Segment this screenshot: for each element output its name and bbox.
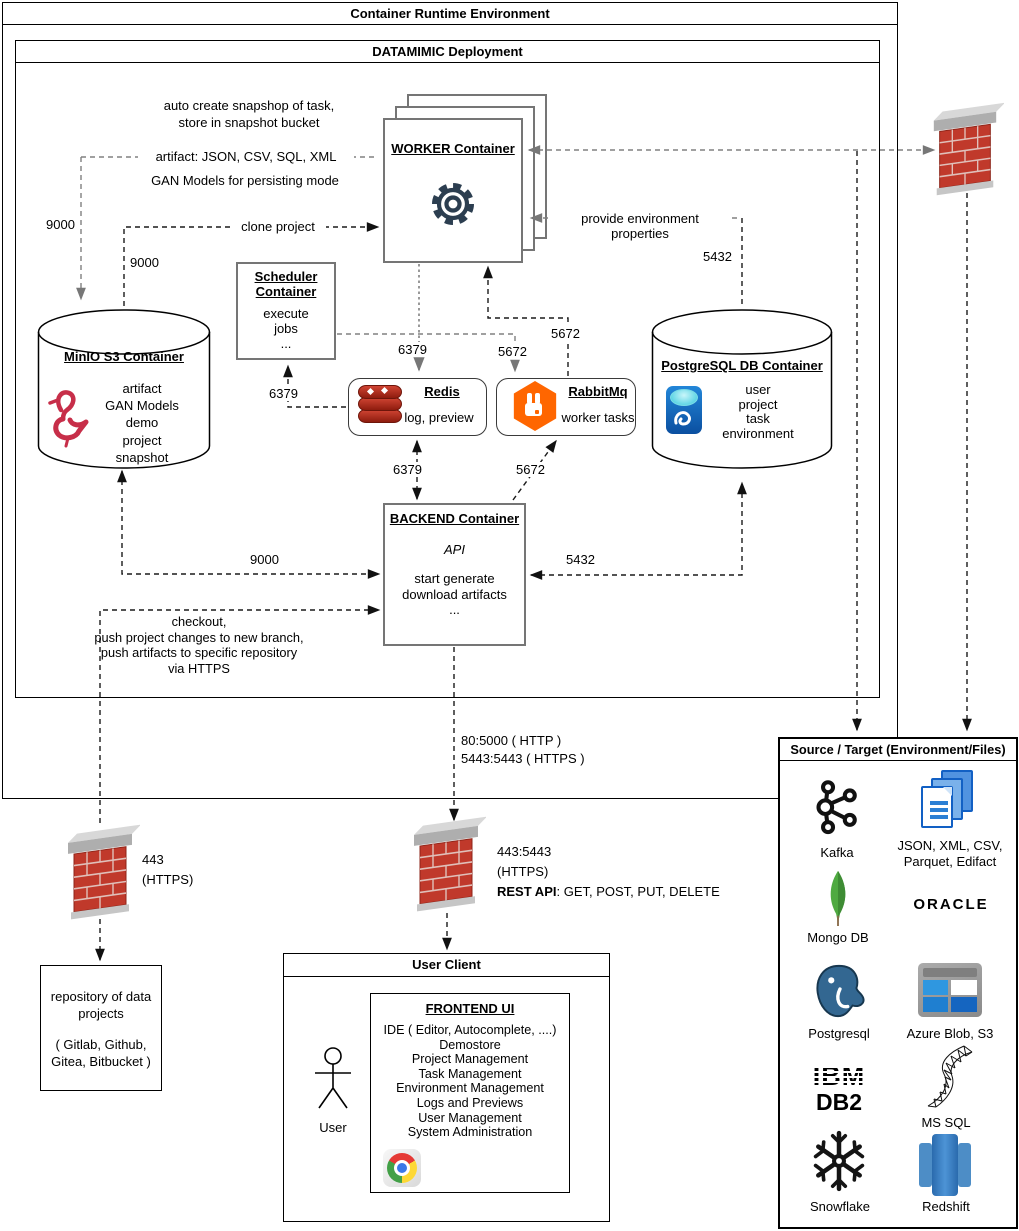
port-label-scheduler-redis: 6379: [267, 386, 300, 401]
redis-desc: log, preview: [404, 410, 474, 425]
artifact-annotation: artifact: JSON, CSV, SQL, XML: [138, 149, 354, 164]
redis-title: Redis: [424, 384, 460, 399]
port-label-postgres-backend: 5432: [564, 552, 597, 567]
port-label-redis-backend: 6379: [391, 462, 424, 477]
frontend-title: FRONTEND UI: [425, 1001, 515, 1016]
worker-title: WORKER Container: [391, 141, 515, 156]
frontend-feature: Logs and Previews: [416, 1095, 524, 1110]
backend-body-line: start generate: [414, 571, 495, 586]
minio-flamingo-icon: [48, 390, 89, 448]
http-ports-annotation: 80:5000 ( HTTP ) 5443:5443 ( HTTPS ): [461, 733, 585, 766]
user-client-title: User Client: [284, 954, 609, 977]
clone-annotation: clone project: [230, 219, 326, 234]
postgres-item: environment: [722, 425, 794, 441]
checkout-annotation: checkout, push project changes to new br…: [94, 614, 304, 677]
repository-line: repository of data: [50, 989, 152, 1004]
repository-line: Gitea, Bitbucket ): [51, 1054, 151, 1069]
frontend-feature: Demostore: [439, 1037, 501, 1052]
minio-item: snapshot: [115, 449, 169, 465]
minio-items: artifact GAN Models demo project snapsho…: [84, 380, 200, 466]
frontend-features: IDE ( Editor, Autocomplete, ....) Demost…: [371, 1023, 569, 1140]
firewall-middle-label: 443:5443 (HTTPS): [497, 844, 552, 879]
port-label-rabbit-backend: 5672: [514, 462, 547, 477]
frontend-feature: Environment Management: [396, 1081, 544, 1096]
frontend-feature: Project Management: [411, 1052, 529, 1067]
datamimic-deployment-title: DATAMIMIC Deployment: [16, 41, 879, 63]
scheduler-body-line: execute: [263, 306, 309, 321]
mssql-label: MS SQL: [921, 1115, 971, 1130]
port-label-postgres-env: 5432: [701, 249, 734, 264]
scheduler-title-line1: Scheduler: [254, 269, 318, 284]
kafka-label: Kafka: [820, 845, 854, 860]
postgres-title: PostgreSQL DB Container: [661, 358, 823, 373]
postgresql-elephant-icon: [816, 964, 865, 1018]
port-label-rabbit-scheduler: 5672: [496, 344, 529, 359]
files-label: JSON, XML, CSV, Parquet, Edifact: [897, 838, 1003, 869]
mongodb-icon: [830, 870, 846, 926]
firewall-icon-top-right: [926, 102, 1004, 196]
scheduler-body-line: jobs: [274, 321, 298, 336]
mongodb-label: Mongo DB: [807, 930, 869, 945]
provide-env-annotation: provide environment properties: [552, 211, 728, 241]
port-label-minio-artifact: 9000: [44, 217, 77, 232]
minio-item: GAN Models: [105, 398, 179, 414]
rabbitmq-title: RabbitMq: [568, 384, 628, 399]
backend-body-line: download artifacts: [402, 586, 507, 602]
postgresql-label: Postgresql: [808, 1026, 870, 1041]
gear-icon: [432, 183, 474, 225]
oracle-wordmark: ORACLE: [913, 896, 989, 913]
port-label-minio-clone: 9000: [128, 255, 161, 270]
firewall-icon-left: [60, 824, 140, 920]
minio-item: demo: [125, 415, 159, 431]
postgres-item: project: [738, 396, 778, 412]
frontend-feature: User Management: [418, 1110, 522, 1125]
backend-body-line: ...: [449, 602, 460, 617]
redis-logo-icon: [358, 385, 402, 425]
port-label-minio-backend: 9000: [248, 552, 281, 567]
backend-subtitle: API: [444, 542, 465, 557]
firewall-icon-middle: [406, 816, 486, 912]
scheduler-container-box: Scheduler Container execute jobs ...: [236, 262, 336, 360]
chrome-icon: [383, 1149, 421, 1187]
postgres-item: user: [745, 382, 771, 397]
redshift-icon: [919, 1134, 971, 1196]
port-label-rabbit-worker: 5672: [549, 326, 582, 341]
user-figure-icon: [315, 1047, 351, 1109]
port-label-redis-worker: 6379: [396, 342, 429, 357]
frontend-feature: System Administration: [407, 1125, 533, 1140]
ibm-db2-wordmark: IBM DB2: [812, 1061, 866, 1115]
backend-title: BACKEND Container: [389, 511, 520, 526]
redshift-label: Redshift: [922, 1199, 970, 1214]
minio-item: artifact: [122, 381, 162, 396]
files-icon: [921, 770, 977, 834]
kafka-icon: [816, 780, 857, 835]
scheduler-title-line2: Container: [255, 284, 317, 299]
repository-line: ( Gitlab, Github,: [55, 1037, 147, 1052]
gan-annotation: GAN Models for persisting mode: [151, 173, 339, 188]
scheduler-body-line: ...: [280, 336, 292, 351]
minio-item: project: [122, 432, 162, 448]
postgres-item: task: [746, 411, 770, 427]
frontend-feature: Task Management: [418, 1066, 522, 1081]
azure-blob-icon: [918, 963, 982, 1017]
repository-box: repository of data projects ( Gitlab, Gi…: [40, 965, 162, 1091]
postgresql-logo-icon: [666, 386, 702, 434]
repository-line: projects: [78, 1006, 124, 1021]
snowflake-label: Snowflake: [810, 1199, 870, 1214]
user-figure-label: User: [319, 1120, 347, 1135]
snapshot-annotation: auto create snapshop of task, store in s…: [163, 98, 335, 130]
backend-container-box: BACKEND Container API start generate dow…: [383, 503, 526, 646]
source-target-title: Source / Target (Environment/Files): [780, 739, 1016, 761]
mssql-icon: [927, 1045, 973, 1108]
rabbitmq-desc: worker tasks: [561, 410, 635, 425]
firewall-left-label: 443 (HTTPS): [142, 852, 194, 887]
frontend-feature: IDE ( Editor, Autocomplete, ....): [383, 1023, 557, 1037]
snowflake-icon: [813, 1130, 865, 1192]
container-runtime-title: Container Runtime Environment: [3, 3, 897, 25]
minio-title: MinIO S3 Container: [64, 349, 184, 364]
rest-api-label: REST API: GET, POST, PUT, DELETE: [497, 884, 720, 899]
azure-label: Azure Blob, S3: [906, 1026, 994, 1041]
postgres-items: user project task environment: [712, 382, 804, 441]
